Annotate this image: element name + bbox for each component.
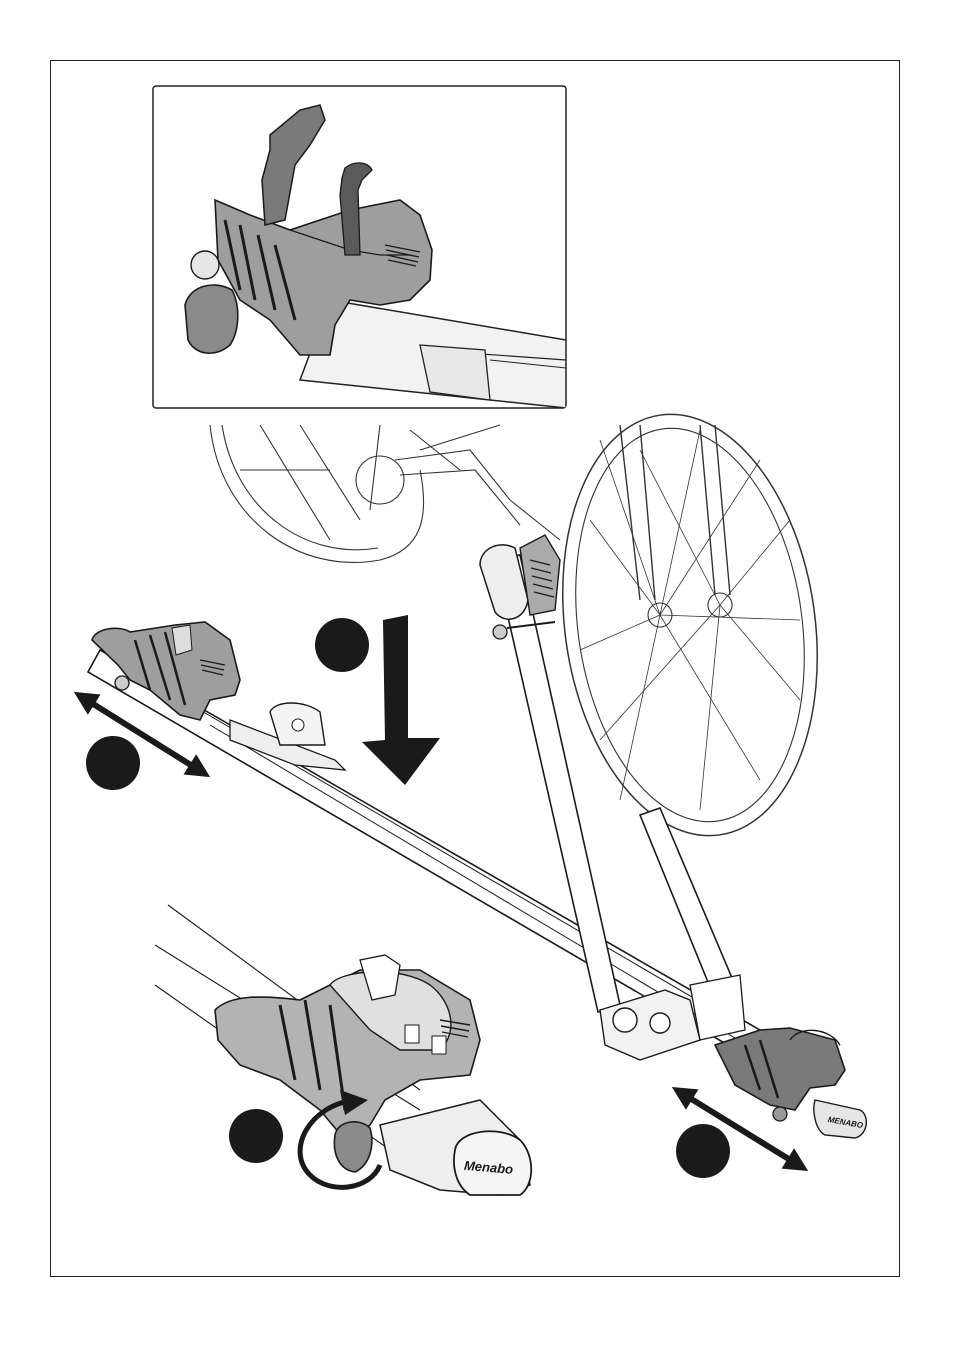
knob-icon [185, 285, 238, 353]
inset-closeup [153, 86, 566, 408]
step-marker-left [86, 736, 140, 790]
down-arrow-icon [362, 615, 440, 785]
right-wheel-holder [600, 975, 866, 1138]
knob-icon [334, 1122, 371, 1172]
step-marker-bottom-left [229, 1109, 283, 1163]
bottom-left-closeup: Menabo [155, 905, 531, 1195]
step-marker-bottom-right [676, 1124, 730, 1178]
step-marker-top-center [315, 618, 369, 672]
fork-arm [480, 535, 735, 1012]
